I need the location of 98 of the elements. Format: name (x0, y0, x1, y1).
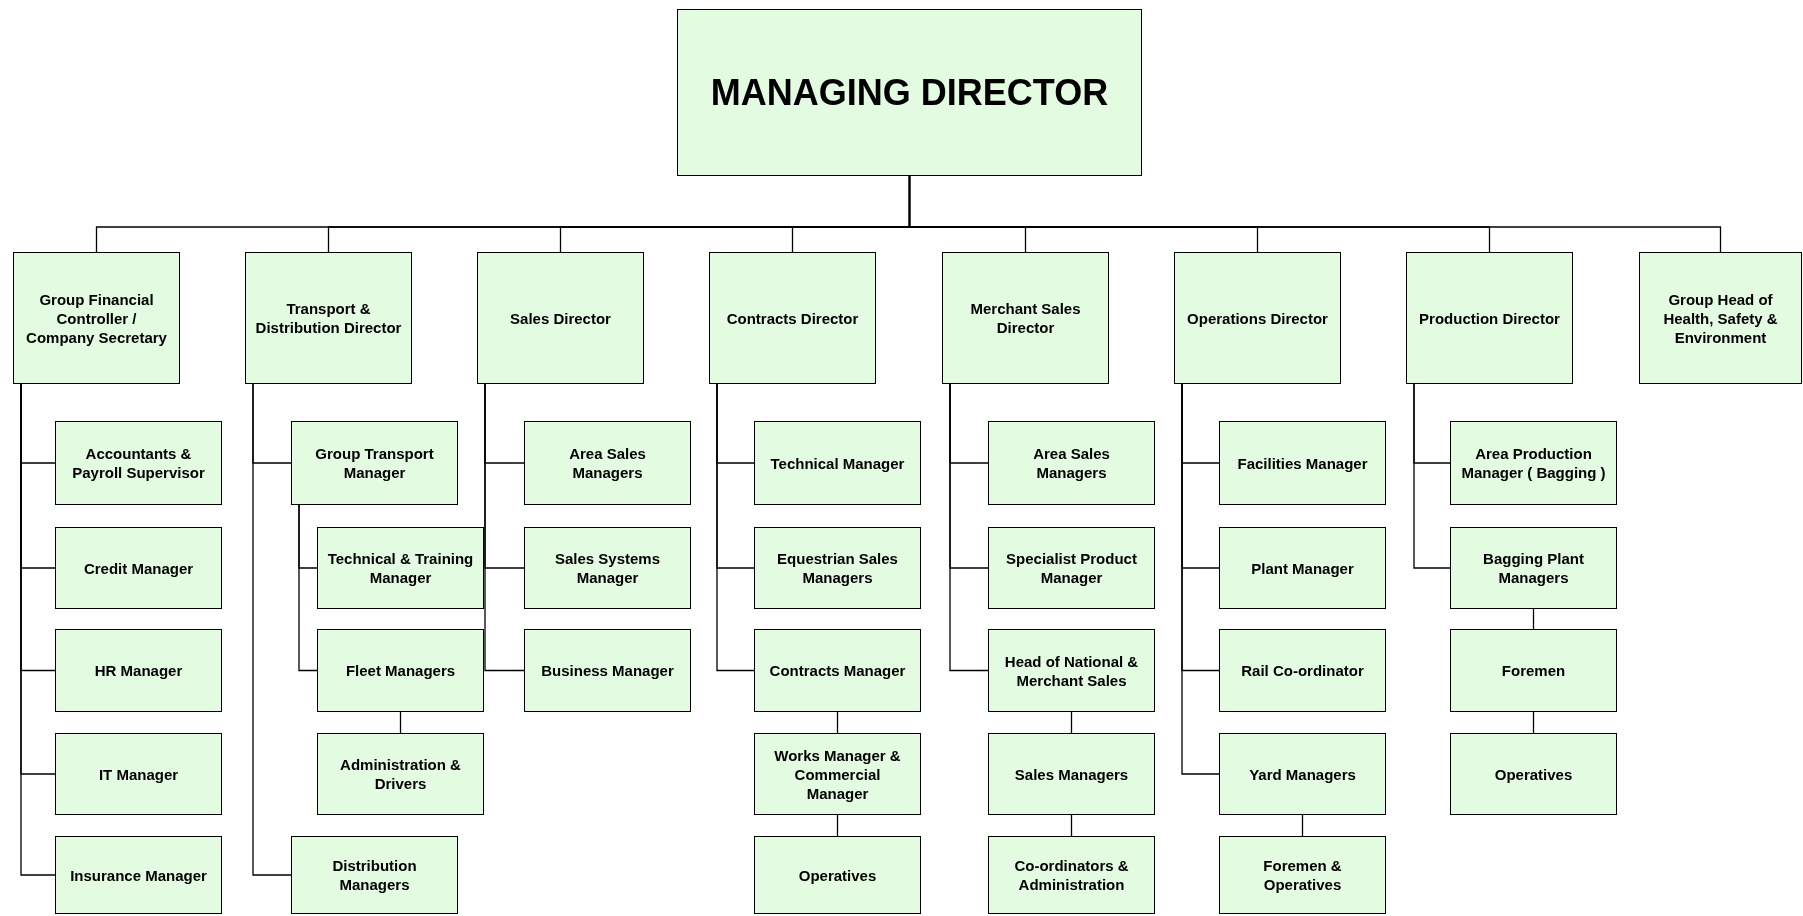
role-title: Operatives (1494, 764, 1573, 784)
role-title: Bagging Plant Managers (1482, 549, 1585, 587)
role-box (754, 421, 921, 505)
role-box (291, 421, 458, 505)
connector-line (1301, 814, 1304, 837)
role-title: Sales Systems Manager (553, 549, 662, 587)
connector-line (716, 383, 755, 672)
role-title: Co-ordinators & Administration (1013, 856, 1130, 894)
role-box (1450, 629, 1617, 712)
role-title: Facilities Manager (1237, 453, 1368, 473)
role-box (317, 629, 484, 712)
role-title: Distribution Managers (331, 856, 418, 894)
role-box (1450, 733, 1617, 815)
role-box (55, 629, 222, 712)
role-title: Contracts Director (726, 308, 859, 328)
role-title: Rail Co-ordinator (1241, 661, 1364, 680)
role-title: Area Sales Managers (568, 444, 647, 482)
role-title: MANAGING DIRECTOR (710, 71, 1109, 115)
role-title: Business Manager (541, 661, 674, 680)
role-title: Insurance Manager (70, 865, 207, 885)
role-title: Group Head of Health, Safety & Environment (1662, 289, 1779, 347)
role-box (55, 421, 222, 505)
connector-line (949, 383, 989, 672)
connector-line (836, 711, 839, 734)
role-box (1219, 733, 1386, 815)
connector-line (399, 711, 402, 734)
role-box (55, 527, 222, 609)
role-box (709, 252, 876, 384)
role-title: Foremen & Operatives (1262, 856, 1343, 894)
role-box (1450, 527, 1617, 609)
role-box (1219, 421, 1386, 505)
role-title: Specialist Product Manager (1005, 549, 1138, 587)
role-box (55, 733, 222, 815)
role-title: Area Sales Managers (1032, 444, 1111, 482)
role-box (524, 527, 691, 609)
role-title: Group Transport Manager (314, 444, 435, 482)
role-title: Sales Director (510, 308, 611, 328)
role-box (942, 252, 1109, 384)
connector-line (1070, 711, 1073, 734)
role-box (55, 836, 222, 914)
role-box (1174, 252, 1341, 384)
role-box (317, 527, 484, 609)
role-box (988, 629, 1155, 712)
role-title: HR Manager (94, 661, 183, 680)
role-box (1450, 421, 1617, 505)
role-box (988, 836, 1155, 914)
role-title: Contracts Manager (769, 661, 906, 680)
connector-line (908, 175, 1722, 253)
role-title: Administration & Drivers (339, 755, 462, 793)
connector-line (298, 504, 318, 672)
connector-line (1413, 383, 1451, 569)
connector-line (836, 814, 839, 837)
connector-line (1532, 608, 1535, 630)
role-title: Foremen (1501, 661, 1566, 680)
role-title: Credit Manager (83, 558, 194, 578)
role-box (13, 252, 180, 384)
role-title: Transport & Distribution Director (254, 299, 403, 337)
role-box (1406, 252, 1573, 384)
role-box (524, 629, 691, 712)
role-box (988, 421, 1155, 505)
role-title: Merchant Sales Director (969, 299, 1082, 337)
role-title: Plant Manager (1251, 558, 1354, 578)
role-box (754, 836, 921, 914)
role-box (988, 527, 1155, 609)
connector-line (1181, 383, 1220, 775)
role-title: Operations Director (1187, 308, 1328, 328)
role-title: Technical & Training Manager (326, 549, 475, 587)
role-title: Accountants & Payroll Supervisor (71, 444, 206, 482)
role-box (524, 421, 691, 505)
role-title: Yard Managers (1249, 764, 1356, 784)
role-title: Works Manager & Commercial Manager (773, 745, 902, 803)
role-title: Sales Managers (1014, 764, 1129, 784)
role-title: Area Production Manager ( Bagging ) (1460, 444, 1607, 482)
top-role-box (677, 9, 1142, 176)
role-box (1639, 252, 1802, 384)
role-box (291, 836, 458, 914)
role-title: Equestrian Sales Managers (776, 549, 899, 587)
connector-line (1070, 814, 1073, 837)
role-box (754, 629, 921, 712)
role-box (754, 733, 921, 815)
role-box (754, 527, 921, 609)
role-box (317, 733, 484, 815)
role-title: IT Manager (98, 764, 179, 784)
connector-line (252, 383, 292, 876)
role-box (1219, 629, 1386, 712)
role-title: Fleet Managers (345, 661, 456, 680)
role-title: Production Director (1419, 308, 1560, 328)
role-box (988, 733, 1155, 815)
role-box (1219, 527, 1386, 609)
connector-line (1532, 711, 1535, 734)
role-box (477, 252, 644, 384)
role-box (245, 252, 412, 384)
role-title: Operatives (798, 865, 877, 885)
connector-line (484, 383, 525, 672)
role-title: Head of National & Merchant Sales (1003, 651, 1140, 690)
role-box (1219, 836, 1386, 914)
role-title: Group Financial Controller / Company Secretary (25, 289, 168, 347)
role-title: Technical Manager (770, 453, 905, 473)
